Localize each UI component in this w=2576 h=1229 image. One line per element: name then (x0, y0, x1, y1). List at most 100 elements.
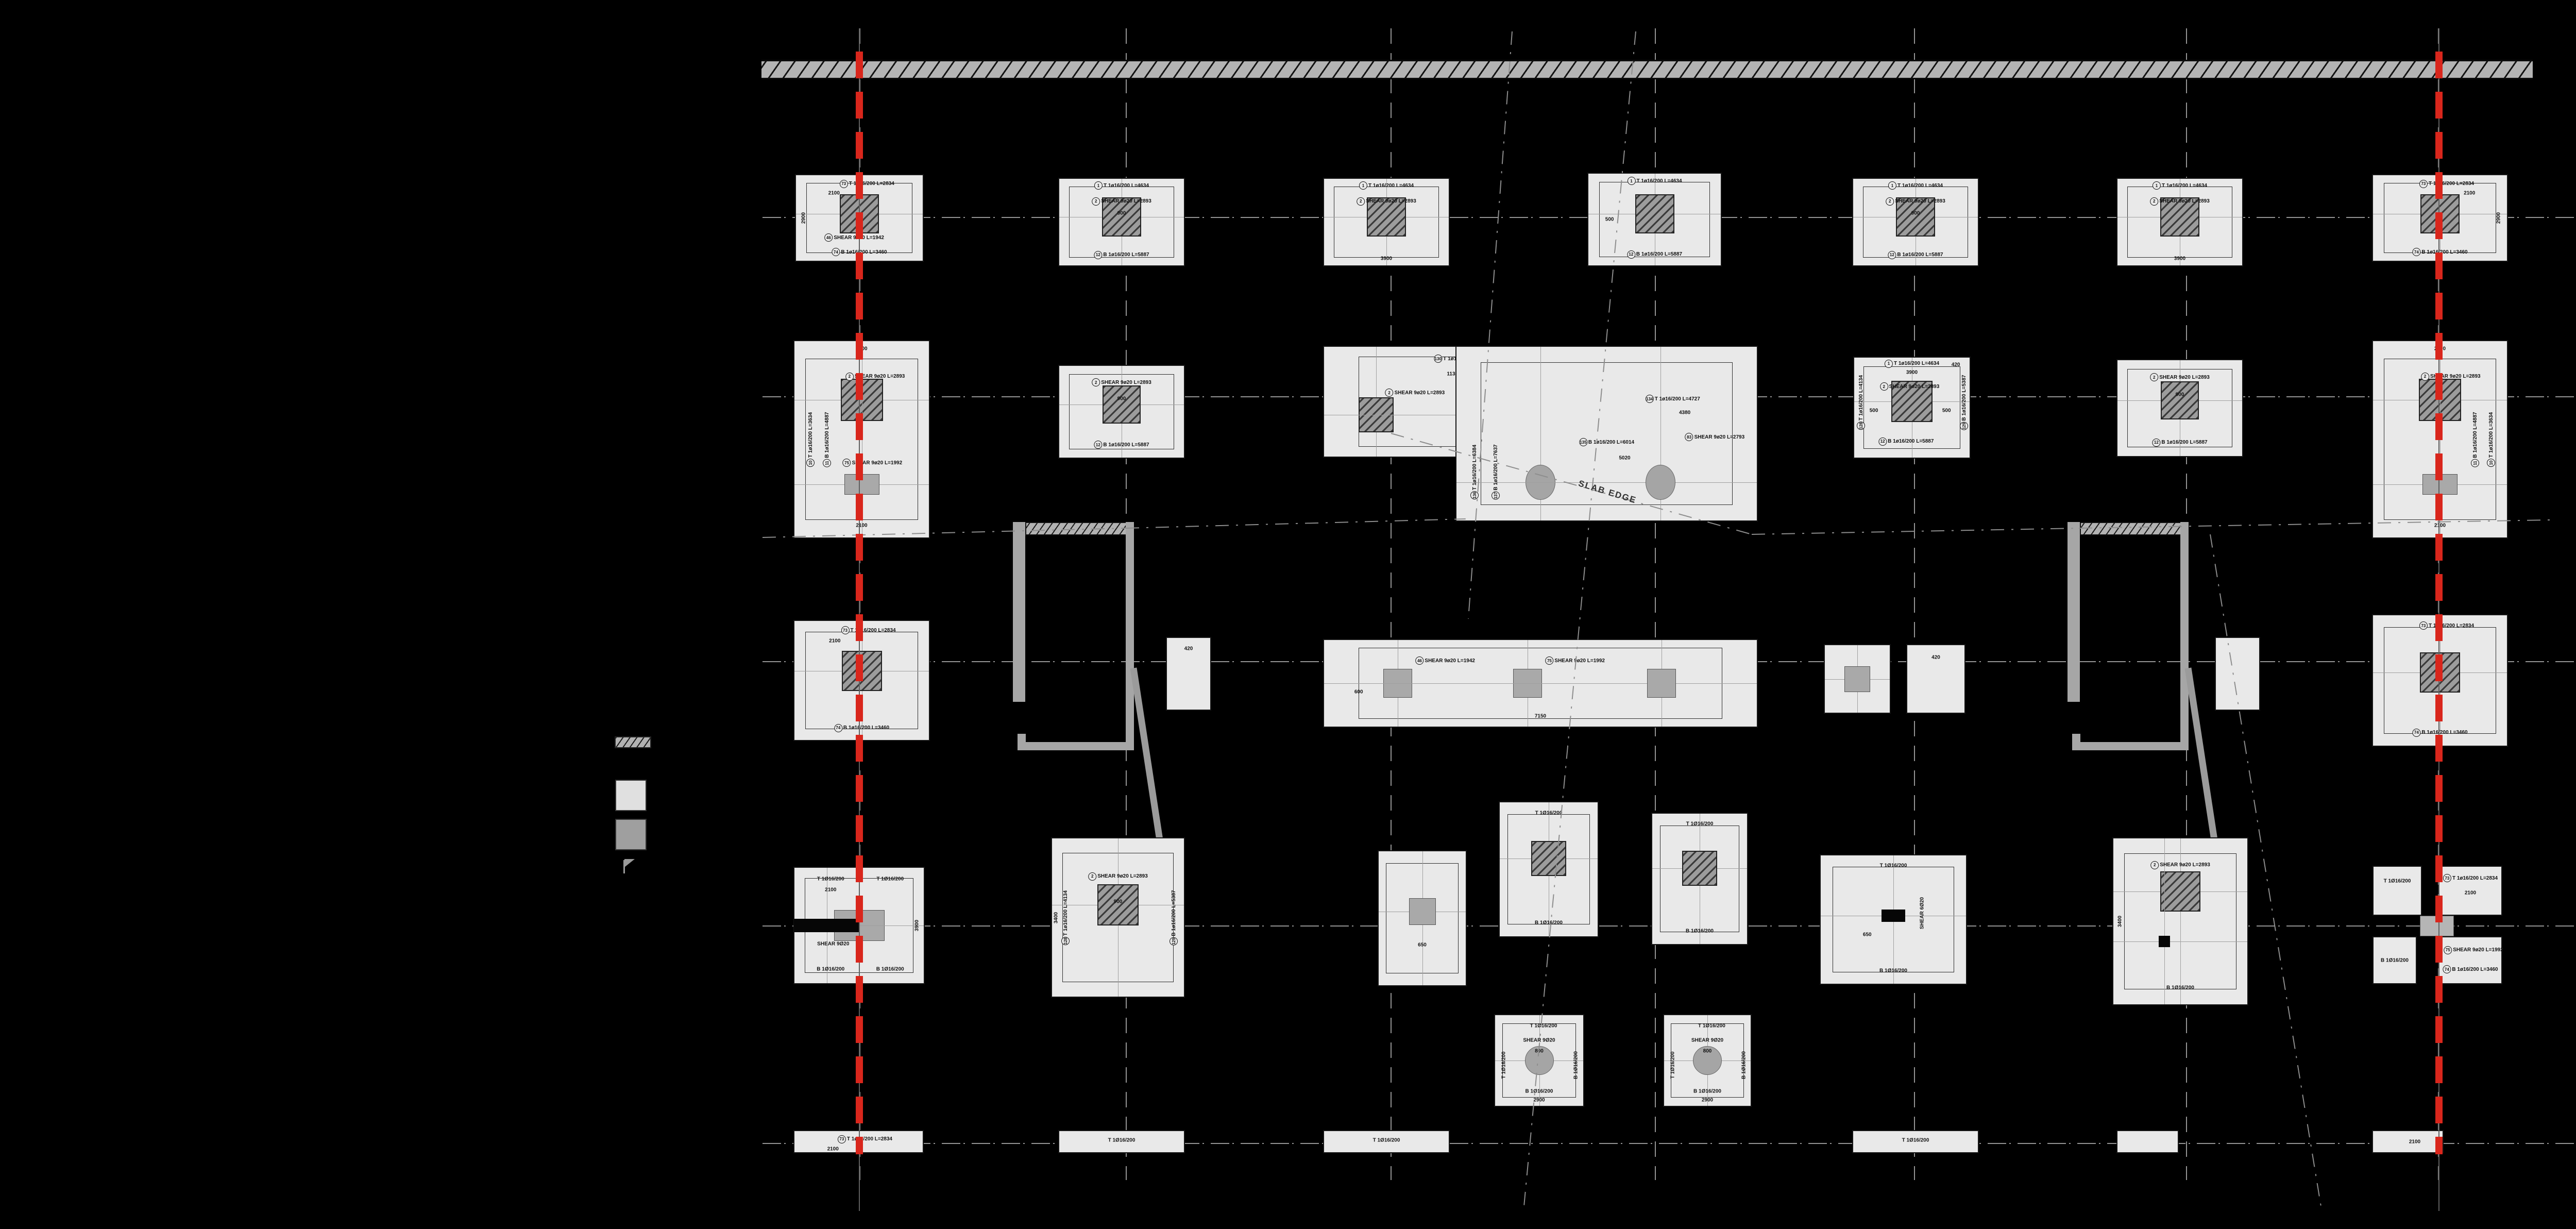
rebar-label-text: 2900 (801, 212, 807, 224)
panel-axis-h (2113, 941, 2247, 942)
rebar-label-text: 2100 (2409, 1139, 2421, 1144)
core-wall (2180, 522, 2189, 750)
rebar-label-text: 600 (1354, 689, 1363, 695)
rebar-label: T 1Ø16/200 (1530, 1023, 1557, 1029)
rebar-label-text: T 1ø16/200 L=4634 (1897, 182, 1943, 189)
hatch-column-feature (1891, 381, 1933, 423)
rebar-label-text: B 1Ø16/200 (1525, 1088, 1553, 1095)
rebar-label-text: B 1Ø16/200 (2381, 957, 2409, 963)
bar-mark-bubble: 73 (839, 179, 848, 188)
rebar-label-text: 2900 (2496, 212, 2502, 224)
rebar-label: 900 (1911, 211, 1920, 216)
rebar-label-text: 500 (1869, 408, 1878, 414)
detail-panel (1824, 644, 1891, 714)
bar-mark-bubble: 73 (2419, 179, 2428, 188)
detail-panel: T 1Ø16/200 (2372, 866, 2422, 916)
bar-mark-bubble: 1 (1094, 181, 1103, 190)
detail-panel (2116, 1130, 2179, 1153)
rebar-label: T 1Ø16/200 (1670, 1051, 1675, 1079)
rebar-label-text: 2100 (828, 190, 840, 196)
rebar-label-text: T 1ø16/200 L=2834 (2428, 181, 2475, 187)
rebar-label-text: B 1ø16/200 L=5887 (1103, 442, 1149, 448)
rebar-label-text: T 1ø16/200 L=4634 (1893, 361, 1940, 367)
rebar-label-text: B 1ø16/200 L=5387 (1171, 889, 1177, 936)
bar-mark-bubble: 46 (1415, 656, 1424, 665)
rebar-label-text: SHEAR 9ø20 L=2893 (1394, 390, 1445, 396)
rebar-label-text: SHEAR 6Ø20 (1919, 897, 1925, 930)
bar-mark-bubble: 129 (1169, 937, 1178, 946)
bar-mark-bubble: 11 (2470, 459, 2479, 467)
rebar-label-text: B 1ø16/200 L=3460 (843, 725, 890, 731)
rebar-label-text: SHEAR 9ø20 L=2893 (854, 374, 905, 380)
rebar-label: B 1Ø16/200 (1693, 1088, 1721, 1094)
hatch-column-feature (1531, 841, 1566, 877)
rebar-label-text: 2100 (827, 1146, 839, 1152)
panel-axis-h (1324, 683, 1757, 684)
ellipse-column-feature (1646, 464, 1676, 500)
rebar-label-text: B 1ø16/200 L=4887 (824, 411, 830, 458)
bar-mark-bubble: 73 (841, 626, 850, 635)
gridline-vertical (1914, 28, 1915, 1180)
rebar-label: 2900 (1533, 1098, 1545, 1103)
bar-mark-bubble: 11 (822, 459, 831, 467)
hatch-column-feature (1103, 385, 1141, 424)
bar-mark-bubble: 2 (1886, 197, 1894, 206)
rebar-label-text: SHEAR 9Ø20 (817, 941, 850, 947)
rebar-label: B 1Ø16/200 (876, 967, 904, 972)
rebar-label-text: 900 (1117, 210, 1126, 216)
bar-mark-bubble: 2 (1092, 378, 1100, 387)
rebar-label: T 1Ø16/200 (1501, 1051, 1507, 1079)
expansion-joint-red-axis (2435, 52, 2443, 1154)
rebar-label-text: 900 (1113, 899, 1123, 905)
rebar-label-text: T 1Ø16/200 (1686, 821, 1714, 827)
rebar-label: 2900 (1702, 1098, 1713, 1103)
rebar-label-text: 5020 (1619, 455, 1631, 461)
rebar-label-text: SHEAR 9ø20 L=2893 (1101, 198, 1151, 205)
bar-mark-bubble: 74 (2443, 965, 2451, 974)
bar-mark-bubble: 2 (2421, 372, 2430, 381)
core-wall (1018, 742, 1134, 750)
rebar-label: 420 (1952, 362, 1960, 367)
bar-mark-bubble: 2 (2150, 861, 2159, 869)
rebar-label: B 1Ø16/200 (1741, 1051, 1747, 1079)
rebar-label-text: 3900 (2174, 256, 2186, 262)
rebar-label-text: T 1ø16/200 L=2834 (849, 181, 894, 187)
rebar-label-text: T 1ø16/200 L=4634 (1368, 182, 1414, 189)
rebar-label-text: B 1ø16/200 L=3460 (841, 249, 887, 255)
legend-dark-panel-swatch (615, 819, 647, 850)
rebar-label: 420 (1184, 646, 1193, 651)
hatch-column-feature (2160, 197, 2199, 237)
rebar-label-text: B 1ø16/200 L=6014 (1588, 439, 1635, 445)
rebar-label: 3900 (2174, 256, 2185, 261)
rebar-label: T 1Ø16/200 (1108, 1138, 1136, 1143)
rebar-label-text: SHEAR 9ø20 L=2893 (1097, 873, 1148, 880)
bar-mark-bubble: 128 (1857, 422, 1866, 430)
bar-mark-bubble: 2 (1092, 197, 1100, 206)
rebar-label-text: 420 (1951, 362, 1960, 368)
bar-mark-bubble: 128 (1061, 936, 1070, 945)
rebar-label: 4380 (1679, 410, 1690, 416)
rebar-label: 500 (1870, 408, 1878, 413)
rebar-label: 900 (1117, 211, 1126, 216)
rebar-label-text: 2100 (829, 638, 841, 644)
rebar-label-text: 3400 (1053, 912, 1059, 923)
